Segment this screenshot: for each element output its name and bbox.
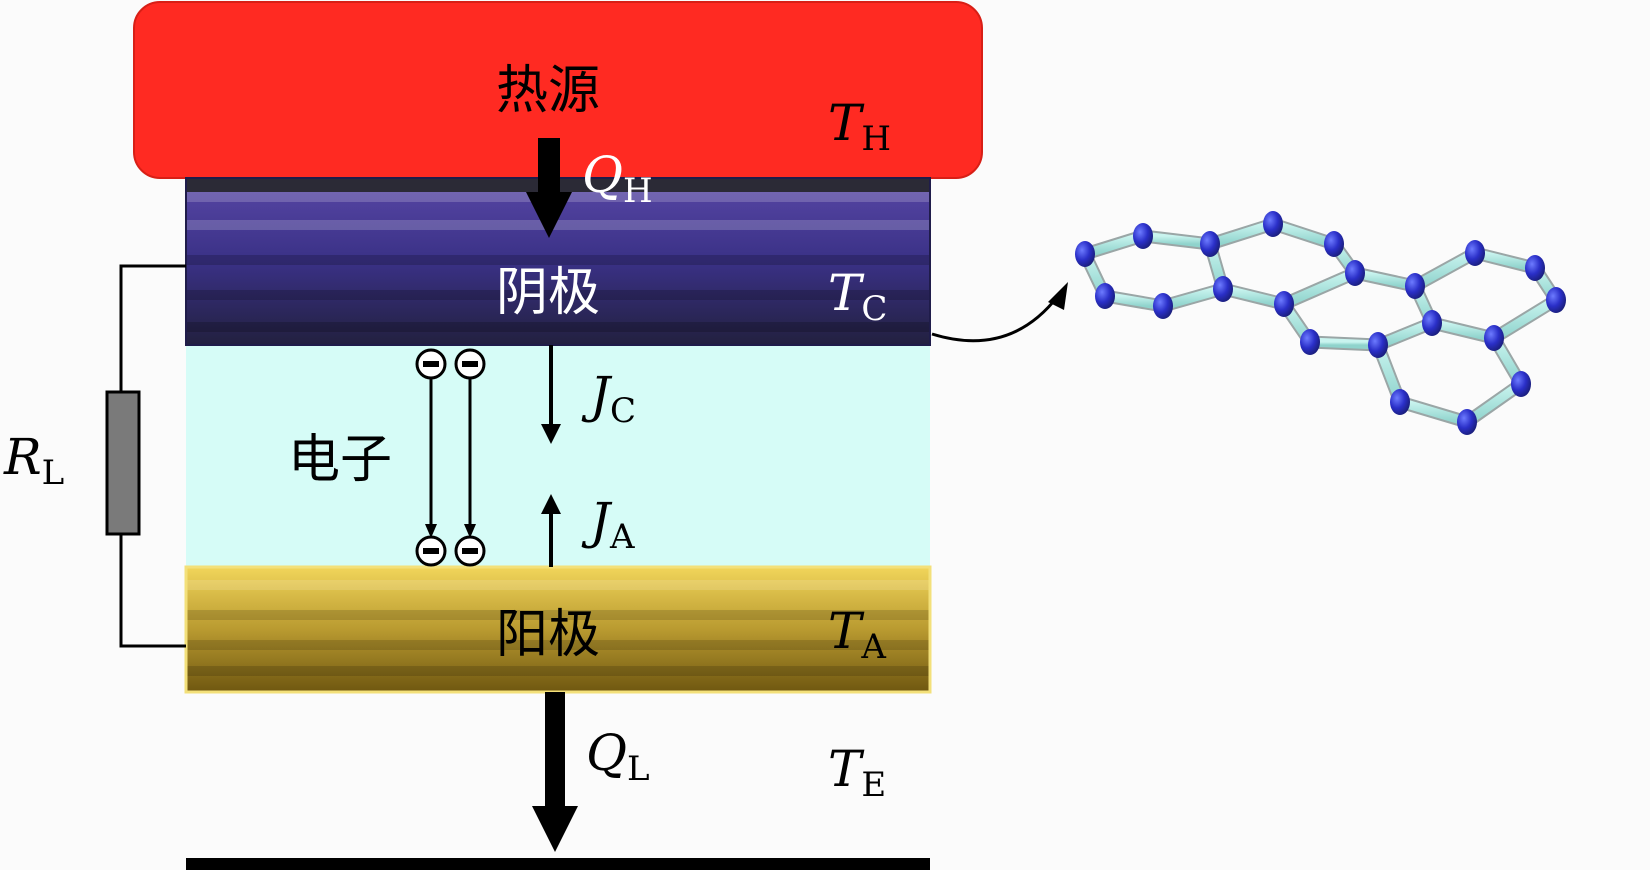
molecule-atom [1324,231,1344,257]
molecule-bond [1268,219,1339,249]
molecule-bond [1489,295,1561,343]
electron-gap-region [186,345,930,567]
molecule-bond [1305,337,1383,350]
molecule-atom [1368,332,1388,358]
molecule-atom [1274,291,1294,317]
cathode-temp: TC [828,264,887,329]
molecule-bond [1427,318,1499,343]
molecule-bond [1462,379,1526,427]
molecule-atom [1133,223,1153,249]
molecule-bond [1395,397,1472,427]
molecule-atom [1422,310,1442,336]
molecule-bond [1279,268,1360,309]
molecule-atom [1345,260,1365,286]
cathode-block [185,177,931,346]
molecule-atom [1546,287,1566,313]
molecule-bond [1158,284,1228,311]
molecule-atom [1390,389,1410,415]
molecule-atom [1457,409,1477,435]
load-circuit [119,264,186,648]
molecule-atom [1525,255,1545,281]
molecule-atom [1075,241,1095,267]
molecule-atom [1200,231,1220,257]
cathode-current-arrow [541,345,561,444]
environment-bar [186,858,930,870]
molecule-atom [1465,240,1485,266]
anode-block [184,565,932,694]
heat-out-label: QL [586,724,650,789]
electron-icon [415,535,447,567]
heat-out-arrow [532,692,578,852]
molecule-atom [1511,371,1531,397]
molecule-pointer-arrow [931,282,1068,343]
molecule-bond [1218,284,1289,309]
anode-temp: TA [828,602,886,667]
environment-temp: TE [828,740,886,805]
heat-source-temp: TH [828,94,891,159]
molecule-atom [1300,329,1320,355]
electron-icon [454,535,486,567]
electron-path-2 [464,378,476,538]
electron-icon [454,348,486,380]
anode-label: 阳极 [496,605,600,665]
molecule-atom [1263,211,1283,237]
anode-current-arrow [541,494,561,567]
load-resistance-label: RL [3,428,64,493]
electron-label: 电子 [288,430,392,490]
load-resistor [105,390,141,536]
graphene-molecule-illustration [1075,211,1566,435]
electron-path-1 [425,378,437,538]
heat-source-label: 热源 [496,61,600,121]
molecule-bond [1205,219,1278,249]
cathode-label: 阴极 [496,263,600,323]
molecule-atom [1153,293,1173,319]
molecule-bond [1138,231,1215,249]
molecule-atom [1095,283,1115,309]
heat-in-label: QH [582,146,653,211]
molecule-bond [1350,268,1420,291]
molecule-atom [1484,325,1504,351]
molecule-atom [1213,276,1233,302]
heat-in-arrow [526,138,572,238]
electron-icon [415,348,447,380]
molecule-atom [1405,273,1425,299]
molecule-bond [1410,248,1480,291]
molecule-bond [1470,248,1540,273]
